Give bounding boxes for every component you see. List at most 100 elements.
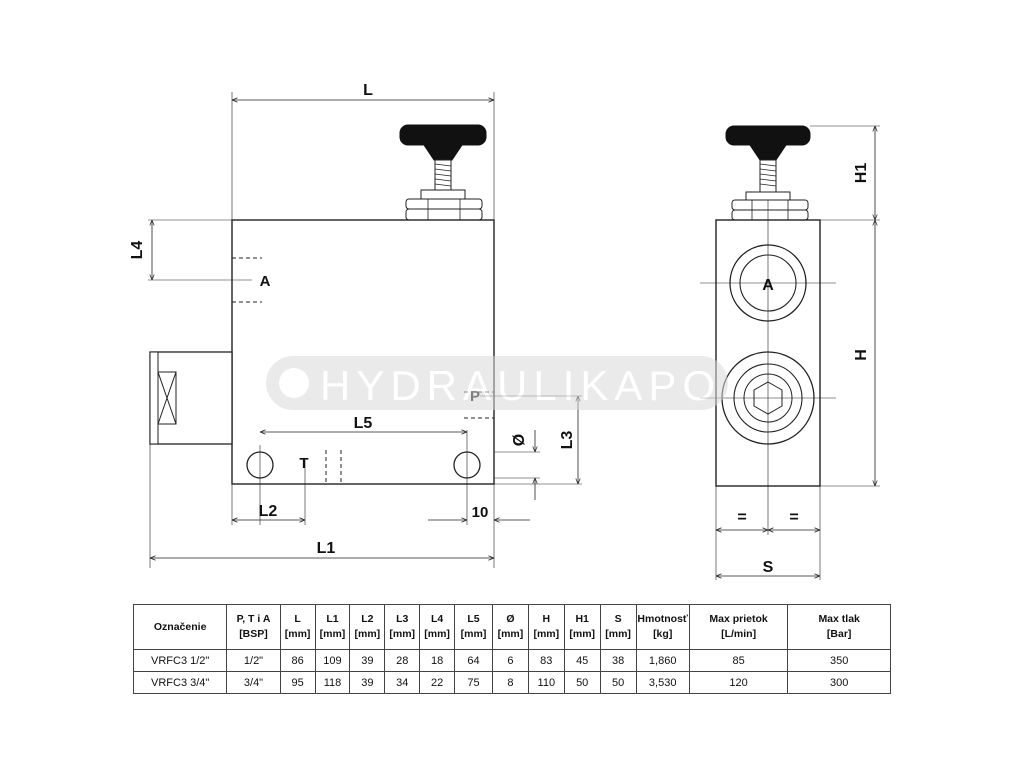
label-equal-left: = bbox=[737, 509, 746, 526]
table-cell: 38 bbox=[599, 649, 637, 672]
header-line-2: [mm] bbox=[605, 628, 631, 640]
table-cell: 75 bbox=[454, 671, 493, 694]
table-header-cell: L3 [mm] bbox=[384, 604, 421, 650]
table-cell: 34 bbox=[384, 671, 421, 694]
table-cell: 28 bbox=[384, 649, 421, 672]
table-cell: 118 bbox=[314, 671, 351, 694]
header-line-2: [kg] bbox=[653, 628, 673, 640]
table-cell: 50 bbox=[599, 671, 637, 694]
watermark-circle-icon bbox=[279, 368, 309, 398]
table-cell: 22 bbox=[419, 671, 456, 694]
table-cell: 3,530 bbox=[635, 671, 690, 694]
watermark: HYDRAULIKAPO bbox=[266, 356, 728, 410]
header-line-1: L5 bbox=[467, 613, 480, 625]
table-header-cell: L1 [mm] bbox=[314, 604, 351, 650]
table-cell: 86 bbox=[279, 649, 316, 672]
table-cell: 85 bbox=[688, 649, 789, 672]
technical-drawing: L L1 L2 L4 L5 L3 Ø 10 A P T bbox=[129, 82, 880, 580]
table-header-cell: P, T i A [BSP] bbox=[226, 604, 281, 650]
table-cell: 350 bbox=[787, 649, 891, 672]
label-dim-diameter: Ø bbox=[511, 434, 528, 446]
table-cell: VRFC3 1/2" bbox=[132, 649, 228, 672]
front-knob bbox=[399, 124, 487, 221]
label-dim-l1: L1 bbox=[317, 540, 336, 557]
label-dim-l5: L5 bbox=[354, 415, 373, 432]
header-line-2: [mm] bbox=[354, 628, 381, 640]
table-cell: 109 bbox=[314, 649, 351, 672]
header-line-2: [mm] bbox=[319, 628, 346, 640]
header-line-2: [mm] bbox=[424, 628, 450, 640]
header-line-2: [BSP] bbox=[239, 628, 268, 640]
label-side-port-a: A bbox=[762, 277, 774, 294]
side-knob bbox=[725, 125, 811, 221]
table-cell: 120 bbox=[688, 671, 789, 694]
front-adjuster bbox=[149, 351, 233, 445]
table-header-cell: L2 [mm] bbox=[349, 604, 386, 650]
table-cell: 1/2" bbox=[226, 649, 281, 672]
header-line-1: Označenie bbox=[153, 620, 207, 633]
table-header-cell: L5 [mm] bbox=[454, 604, 493, 650]
table-cell: 6 bbox=[491, 649, 529, 672]
table-header-cell: H1[mm] bbox=[563, 604, 601, 650]
header-line-1: L1 bbox=[326, 613, 339, 625]
header-line-1: Ø bbox=[506, 613, 515, 625]
header-line-2: [mm] bbox=[460, 628, 487, 640]
header-line-1: Hmotnosť bbox=[637, 613, 688, 625]
table-cell: 3/4" bbox=[226, 671, 281, 694]
label-equal-right: = bbox=[789, 509, 798, 526]
table-cell: VRFC3 3/4" bbox=[132, 671, 228, 694]
header-line-1: L bbox=[294, 613, 301, 625]
table-cell: 8 bbox=[491, 671, 529, 694]
label-dim-l2: L2 bbox=[259, 503, 278, 520]
front-view bbox=[148, 92, 582, 568]
header-line-1: S bbox=[614, 613, 622, 625]
table-cell: 300 bbox=[787, 671, 891, 694]
table-header-cell: Označenie bbox=[132, 604, 228, 650]
table-cell: 95 bbox=[279, 671, 316, 694]
header-line-2: [mm] bbox=[389, 628, 416, 640]
table-cell: 45 bbox=[563, 649, 601, 672]
table-header-cell: Ø [mm] bbox=[491, 604, 529, 650]
table-header-cell: Max prietok [L/min] bbox=[688, 604, 789, 650]
table-header-cell: L4 [mm] bbox=[419, 604, 456, 650]
header-line-2: [Bar] bbox=[826, 628, 852, 640]
header-line-1: L2 bbox=[361, 613, 374, 625]
front-body bbox=[231, 219, 495, 485]
header-line-2: [L/min] bbox=[721, 628, 757, 640]
header-line-1: Max tlak bbox=[818, 613, 860, 625]
header-line-1: H bbox=[542, 613, 551, 625]
table-cell: 39 bbox=[349, 649, 386, 672]
table-header-cell: Hmotnosť [kg] bbox=[635, 604, 690, 650]
header-line-1: L3 bbox=[396, 613, 409, 625]
label-dim-s: S bbox=[763, 559, 774, 576]
table-cell: 64 bbox=[454, 649, 493, 672]
table-cell: 1,860 bbox=[635, 649, 690, 672]
table-cell: 50 bbox=[563, 671, 601, 694]
header-line-1: L4 bbox=[430, 613, 444, 625]
header-line-1: Max prietok bbox=[709, 613, 768, 625]
table-cell: 110 bbox=[527, 671, 565, 694]
table-cell: 18 bbox=[419, 649, 456, 672]
header-line-2: [mm] bbox=[497, 628, 524, 640]
header-line-1: P, T i A bbox=[236, 613, 271, 625]
table-header-cell: Max tlak [Bar] bbox=[787, 604, 891, 650]
watermark-text: HYDRAULIKAPO bbox=[320, 362, 721, 409]
label-dim-ten: 10 bbox=[472, 504, 489, 521]
label-dim-l3: L3 bbox=[559, 431, 576, 450]
label-dim-l4: L4 bbox=[129, 241, 146, 260]
table-header-cell: H [mm] bbox=[527, 604, 565, 650]
label-dim-l: L bbox=[363, 82, 373, 99]
label-port-a: A bbox=[260, 273, 271, 290]
header-line-2: [mm] bbox=[284, 628, 311, 640]
table-cell: 39 bbox=[349, 671, 386, 694]
header-line-2: [mm] bbox=[569, 628, 596, 640]
table-cell: 83 bbox=[527, 649, 565, 672]
header-line-2: [mm] bbox=[533, 628, 560, 640]
label-dim-h: H bbox=[853, 349, 870, 361]
table-header-cell: L [mm] bbox=[279, 604, 316, 650]
label-port-t: T bbox=[299, 455, 308, 472]
